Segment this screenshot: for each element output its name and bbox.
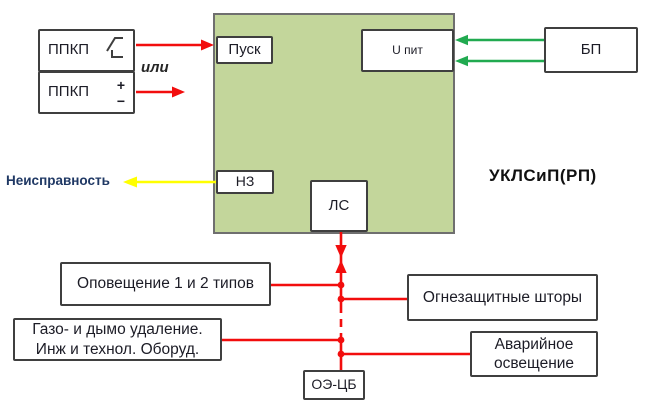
emergency-lighting-block: Аварийное освещение [470, 331, 598, 377]
start-line-2 [136, 86, 185, 98]
avar-label-line1: Аварийное [494, 335, 574, 353]
gazo-label-line1: Газо- и дымо удаление. [32, 321, 203, 339]
ppkp1-label: ППКП [48, 41, 90, 59]
pusk-label: Пуск [228, 40, 261, 58]
nz-label: НЗ [235, 173, 255, 190]
upit-label: U пит [392, 43, 423, 57]
fire-curtains-block: Огнезащитные шторы [407, 274, 598, 321]
bp-label: БП [580, 40, 602, 58]
avar-label-line2: освещение [493, 355, 575, 372]
start-line-1 [136, 39, 214, 51]
nz-terminal: НЗ [216, 170, 274, 194]
ppkp2-label: ППКП [48, 83, 90, 101]
opoveshenie-label: Оповещение 1 и 2 типов [77, 275, 254, 293]
ppkp-contact-block: ППКП [38, 29, 135, 72]
or-label: или [141, 59, 169, 76]
controller-title: УКЛСиП(РП) [489, 166, 597, 185]
gazo-label-line2: Инж и технол. Оборуд. [35, 340, 200, 358]
gas-smoke-removal-block: Газо- и дымо удаление. Инж и технол. Обо… [13, 318, 222, 361]
power-line-1 [455, 34, 544, 46]
plus-minus-icon: + − [117, 78, 125, 108]
pusk-terminal: Пуск [216, 36, 273, 64]
fault-label: Неисправность [6, 173, 110, 188]
notification-block: Оповещение 1 и 2 типов [60, 262, 271, 306]
power-line-2 [455, 55, 544, 67]
power-supply-block: БП [544, 27, 638, 73]
oecb-block: ОЭ-ЦБ [303, 370, 365, 400]
ppkp-polarity-block: ППКП + − [38, 71, 135, 114]
ls-label: ЛС [328, 196, 350, 214]
fault-line [123, 176, 216, 188]
upit-terminal: U пит [361, 29, 454, 72]
ls-terminal: ЛС [310, 180, 368, 232]
shtory-label: Огнезащитные шторы [422, 288, 583, 306]
dry-contact-icon [105, 35, 125, 67]
minus-sign: − [116, 92, 125, 109]
plus-sign: + [116, 76, 125, 93]
oecb-label: ОЭ-ЦБ [311, 376, 357, 393]
